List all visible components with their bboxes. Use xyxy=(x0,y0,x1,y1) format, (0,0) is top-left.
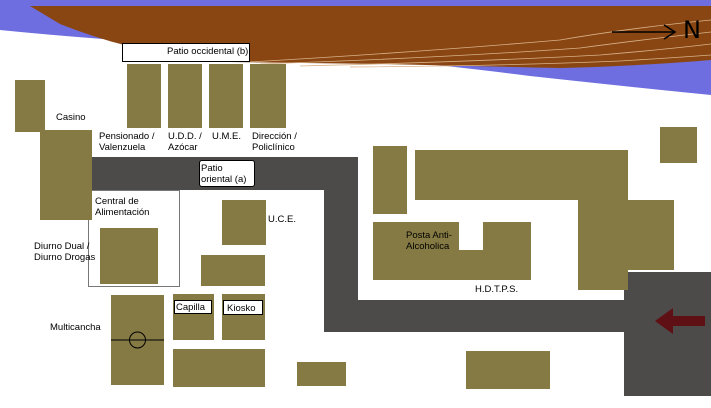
entrance-arrow-icon xyxy=(655,308,705,334)
central-alimentacion-plot xyxy=(88,190,180,287)
multicancha-court-lines xyxy=(111,331,164,349)
uce-label: U.C.E. xyxy=(268,214,296,225)
posta-label: Posta Anti- Alcoholica xyxy=(406,230,452,252)
building-casino xyxy=(40,130,92,220)
building-south-right xyxy=(466,351,550,389)
building-ume xyxy=(209,64,243,128)
capilla-label: Capilla xyxy=(174,300,212,314)
north-label: N xyxy=(683,16,701,44)
building-hdtps-north xyxy=(415,150,578,200)
slope-contour xyxy=(299,43,711,67)
building-direccion xyxy=(250,64,286,128)
building-hdtps-wing xyxy=(578,200,674,270)
building-pensionado xyxy=(127,64,161,128)
diurno-label: Diurno Dual / Diurno Drogas xyxy=(34,241,96,263)
sea-strip xyxy=(0,0,711,30)
entrance-area xyxy=(624,272,711,396)
kiosko-label: Kiosko xyxy=(223,300,263,315)
ume-label: U.M.E. xyxy=(212,131,242,142)
building-udd xyxy=(168,64,202,128)
building-diurno xyxy=(100,228,158,284)
slope-contour xyxy=(249,19,711,63)
building-posta xyxy=(373,222,531,280)
hdtps-label: H.D.T.P.S. xyxy=(475,284,519,295)
multicancha-label: Multicancha xyxy=(50,322,101,333)
patio-oriental-label: Patio oriental (a) xyxy=(199,160,255,187)
casino-label: Casino xyxy=(56,112,86,123)
pensionado-label: Pensionado / Valenzuela xyxy=(99,131,155,153)
building-casino-small xyxy=(15,80,45,132)
direccion-label: Dirección / Policlínico xyxy=(252,131,297,153)
patio-occidental-label: Patio occidental (b) xyxy=(122,43,250,62)
udd-label: U.D.D. / Azócar xyxy=(168,131,202,153)
hdtps-gap xyxy=(531,222,578,290)
hdtps-courtyard xyxy=(548,212,578,222)
slope-contour xyxy=(349,54,711,68)
building-south-small xyxy=(297,362,346,386)
building-northeast-small xyxy=(660,127,697,163)
building-west-block xyxy=(373,146,407,214)
building-small-center xyxy=(201,255,265,286)
central-alimentacion-label: Central de Alimentación xyxy=(95,196,150,218)
road-south-horizontal xyxy=(324,300,624,332)
building-uce xyxy=(222,200,266,245)
north-arrow-shaft xyxy=(612,24,677,40)
slope-contour xyxy=(259,31,711,65)
building-south-center xyxy=(173,349,265,387)
